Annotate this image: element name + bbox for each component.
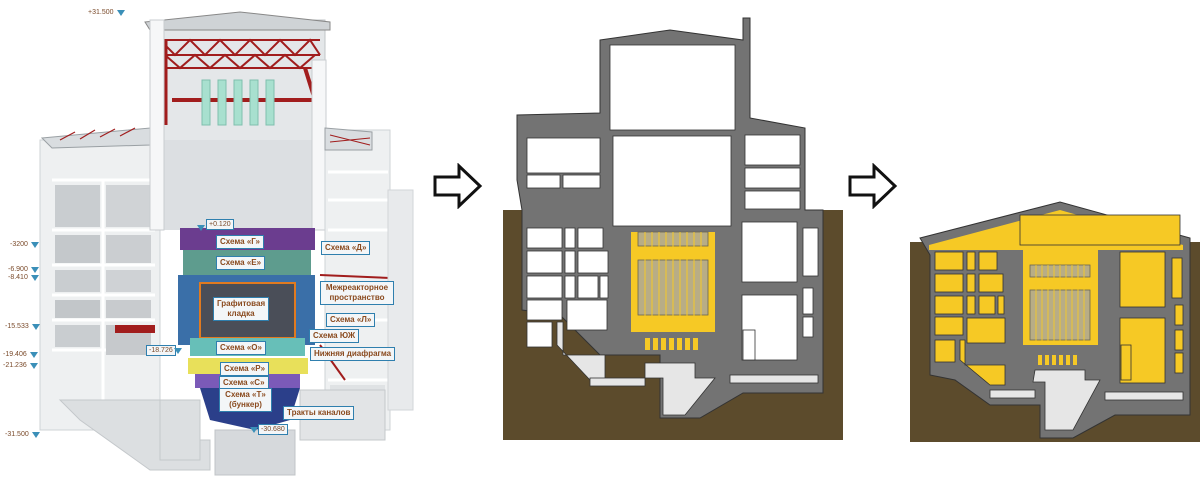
elevation-value: -3200 <box>10 241 28 248</box>
lower-channels <box>645 338 698 350</box>
label-scheme-l: Схема «Л» <box>326 313 376 327</box>
section-drawing-before <box>500 10 845 440</box>
elevation-triangle-icon <box>174 348 182 354</box>
elevation-triangle-icon <box>250 427 258 433</box>
right-arrow-icon <box>848 163 898 209</box>
transition-arrow-1 <box>433 163 483 209</box>
label-scheme-t-bunker: Схема «Т» (бункер) <box>219 388 272 412</box>
elevation-triangle-icon <box>29 362 38 369</box>
elevation-mark: -3200 <box>10 241 39 248</box>
central-roof <box>144 11 331 31</box>
elevation-tag-plus0120: +0.120 <box>206 219 234 230</box>
reactor-hall <box>612 135 732 227</box>
lower-pit <box>644 362 716 416</box>
elevation-value: -6.900 <box>8 266 28 273</box>
elevation-triangle-icon <box>31 323 40 330</box>
elevation-triangle-icon <box>30 241 39 248</box>
elevation-mark-top: +31.500 <box>88 9 125 16</box>
crane-windows <box>201 79 275 126</box>
elevation-tag-m18726: -18.726 <box>146 345 176 356</box>
elevation-value: -19.406 <box>3 351 27 358</box>
3d-model-drawing <box>39 11 414 476</box>
section-drawing-after <box>905 190 1200 442</box>
lower-pit <box>1032 369 1101 431</box>
section-before-svg <box>503 17 843 440</box>
label-lower-diaphragm: Нижняя диафрагма <box>310 347 396 361</box>
elevation-triangle-icon <box>30 274 39 281</box>
elevation-mark: -21.236 <box>3 362 38 369</box>
elevation-mark: -15.533 <box>5 323 40 330</box>
right-arrow-icon <box>433 163 483 209</box>
elevation-mark: -19.406 <box>3 351 38 358</box>
reactor-building-3d-model: +31.500 -3200 -6.900 -8.410 -15.533 -19.… <box>0 0 420 483</box>
label-scheme-d: Схема «Д» <box>321 241 371 255</box>
elevation-triangle-icon <box>197 225 205 231</box>
elevation-mark: -6.900 <box>8 266 39 273</box>
elevation-triangle-icon <box>30 266 39 273</box>
right-roof <box>324 127 373 151</box>
elevation-triangle-icon <box>116 9 125 16</box>
elevation-value: +31.500 <box>88 9 114 16</box>
elevation-mark: -31.500 <box>5 431 40 438</box>
section-after-svg <box>910 201 1200 442</box>
label-scheme-yuzh: Схема ЮЖ <box>309 329 360 343</box>
elevation-triangle-icon <box>29 351 38 358</box>
elevation-value: -8.410 <box>8 274 28 281</box>
elevation-triangle-icon <box>31 431 40 438</box>
label-scheme-g: Схема «Г» <box>216 235 264 249</box>
label-graphite-stack: Графитовая кладка <box>213 297 269 321</box>
elevation-value: -15.533 <box>5 323 29 330</box>
transition-arrow-2 <box>848 163 898 209</box>
elevation-tag-m30680: -30.680 <box>258 424 288 435</box>
red-platform <box>115 325 155 333</box>
label-inter-reactor-space: Межреакторное пространство <box>320 281 394 305</box>
elevation-value: -21.236 <box>3 362 27 369</box>
label-scheme-e: Схема «Е» <box>216 256 266 270</box>
elevation-value: -31.500 <box>5 431 29 438</box>
label-scheme-o: Схема «О» <box>216 341 266 355</box>
label-channel-paths: Тракты каналов <box>283 406 355 420</box>
left-roof <box>40 127 151 149</box>
fuel-channels <box>644 232 702 320</box>
elevation-mark: -8.410 <box>8 274 39 281</box>
upper-hall <box>609 44 736 131</box>
label-scheme-r: Схема «Р» <box>220 362 270 376</box>
